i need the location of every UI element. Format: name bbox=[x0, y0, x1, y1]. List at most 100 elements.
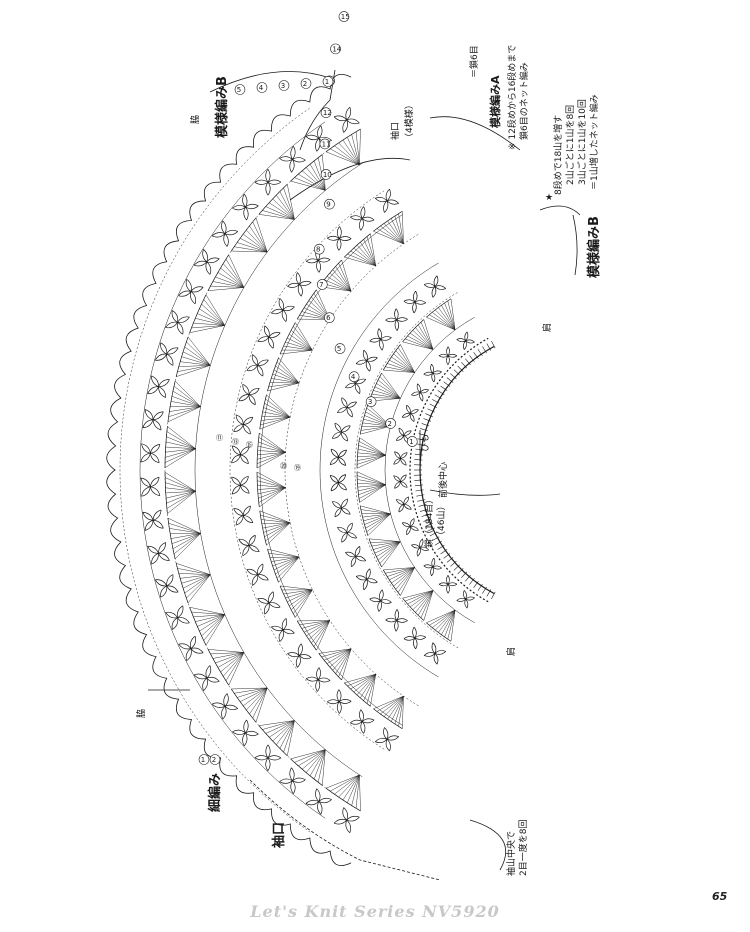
net-petal bbox=[416, 547, 421, 557]
fan-stitch bbox=[171, 533, 201, 544]
fan-stitch bbox=[279, 191, 295, 220]
row-number-circle bbox=[256, 82, 268, 93]
net-petal bbox=[338, 701, 342, 714]
fan-stitch bbox=[212, 281, 244, 288]
net-petal bbox=[338, 449, 347, 458]
net-petal bbox=[279, 629, 284, 642]
net-petal bbox=[394, 481, 401, 489]
net-petal bbox=[305, 801, 320, 806]
fan-stitch bbox=[262, 522, 291, 529]
fan-rim bbox=[402, 597, 425, 621]
net-petal bbox=[257, 365, 264, 377]
net-petal bbox=[317, 801, 322, 815]
net-petal bbox=[315, 788, 320, 802]
row-number: 2 bbox=[212, 756, 216, 764]
fan-rim bbox=[296, 620, 317, 651]
net-petal bbox=[386, 199, 399, 204]
chain-tick bbox=[414, 453, 423, 456]
net-petal bbox=[317, 259, 331, 263]
net-petal bbox=[317, 677, 331, 681]
net-petal bbox=[152, 419, 162, 431]
top-edge-band bbox=[299, 69, 336, 151]
net-petal bbox=[413, 301, 417, 314]
fan-stitch bbox=[417, 324, 434, 350]
net-petal bbox=[231, 477, 241, 486]
fan-stitch bbox=[257, 484, 286, 488]
net-petal bbox=[147, 386, 159, 394]
net-petal bbox=[385, 617, 397, 621]
fan-stitch bbox=[335, 266, 352, 292]
net-petal bbox=[386, 735, 399, 740]
fan-rim bbox=[382, 344, 401, 371]
net-petal bbox=[257, 574, 269, 581]
net-petal bbox=[334, 507, 342, 517]
net-petal bbox=[233, 507, 244, 516]
net-petal bbox=[432, 371, 442, 375]
net-petal bbox=[257, 598, 270, 604]
fan-stitch bbox=[210, 285, 244, 288]
net-petal bbox=[346, 119, 360, 125]
fan-stitch bbox=[167, 426, 196, 449]
net-petal bbox=[158, 379, 170, 387]
row-number-circle bbox=[385, 418, 396, 429]
net-petal bbox=[456, 598, 466, 602]
round-line bbox=[354, 291, 459, 649]
net-petal bbox=[166, 353, 174, 366]
net-petal bbox=[317, 125, 322, 139]
net-petal bbox=[150, 444, 161, 454]
net-petal bbox=[291, 767, 295, 781]
net-petal bbox=[338, 689, 342, 702]
net-petal bbox=[242, 545, 250, 557]
fan-stitch bbox=[290, 749, 326, 760]
fan-stitch bbox=[269, 720, 295, 738]
net-petal bbox=[222, 220, 227, 234]
net-petal bbox=[414, 301, 426, 305]
net-petal bbox=[366, 579, 378, 584]
net-petal bbox=[150, 477, 160, 488]
net-petal bbox=[243, 193, 248, 208]
net-petal bbox=[360, 206, 364, 219]
fan-rim bbox=[167, 518, 176, 559]
net-petal bbox=[447, 353, 458, 357]
net-petal bbox=[326, 701, 340, 705]
fan-stitch bbox=[276, 556, 300, 579]
fan-stitch bbox=[429, 314, 456, 331]
net-petal bbox=[375, 737, 388, 742]
net-petal bbox=[336, 238, 340, 251]
net-petal bbox=[150, 452, 160, 463]
fan-stitch bbox=[444, 302, 456, 331]
net-petal bbox=[223, 693, 228, 707]
row-number: 12 bbox=[323, 109, 332, 117]
fan-rim bbox=[402, 319, 425, 343]
net-petal bbox=[248, 535, 256, 546]
net-petal bbox=[447, 584, 450, 594]
row-number: 6 bbox=[326, 314, 331, 322]
net-petal bbox=[245, 206, 249, 221]
chain-tick bbox=[423, 518, 431, 522]
fan-stitch bbox=[261, 417, 291, 421]
fan-stitch bbox=[359, 437, 386, 456]
chain-tick bbox=[419, 508, 428, 512]
net-petal bbox=[211, 233, 226, 238]
net-petal bbox=[243, 732, 248, 747]
net-petal bbox=[268, 336, 274, 349]
fan-stitch bbox=[287, 589, 313, 603]
net-petal bbox=[290, 146, 294, 160]
net-petal bbox=[141, 443, 151, 454]
net-petal bbox=[329, 456, 339, 465]
net-petal bbox=[238, 539, 250, 546]
fan-stitch bbox=[191, 325, 225, 329]
row-number: 15 bbox=[341, 13, 350, 21]
net-petal bbox=[434, 285, 447, 289]
fan-stitch bbox=[358, 484, 386, 495]
net-petal bbox=[246, 365, 258, 372]
net-petal bbox=[394, 609, 398, 621]
fan-rim bbox=[373, 210, 403, 232]
fan-stitch bbox=[189, 607, 225, 615]
net-petal bbox=[331, 431, 342, 439]
net-petal bbox=[326, 699, 340, 703]
fan-stitch bbox=[358, 448, 386, 456]
net-petal bbox=[355, 359, 367, 364]
net-petal bbox=[316, 260, 320, 273]
net-petal bbox=[141, 486, 151, 497]
